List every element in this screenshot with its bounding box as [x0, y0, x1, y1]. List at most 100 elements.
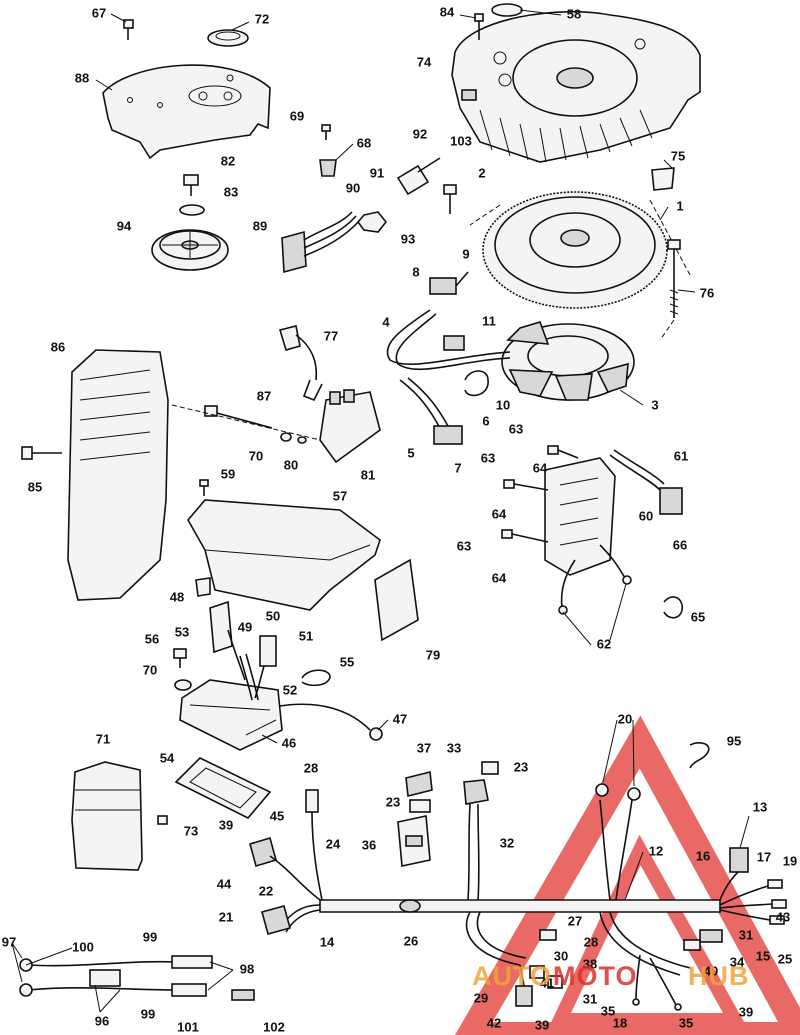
callout-68: 68: [357, 135, 371, 150]
callout-88: 88: [75, 70, 89, 85]
stator-3: [501, 321, 635, 401]
callout-57: 57: [333, 488, 347, 503]
callout-58: 58: [567, 6, 581, 21]
callout-16: 16: [696, 848, 710, 863]
callout-18: 18: [613, 1015, 627, 1030]
callout-98: 98: [240, 961, 254, 976]
stator-plate-103: [451, 10, 701, 163]
callout-32: 32: [500, 835, 514, 850]
bolt-82: [183, 174, 199, 196]
callout-6: 6: [482, 413, 489, 428]
strap-10: [464, 370, 489, 397]
callout-20: 20: [618, 711, 632, 726]
callout-22: 22: [259, 883, 273, 898]
watermark-text: AUTO MOTO HUB: [472, 961, 750, 991]
callout-66: 66: [673, 537, 687, 552]
screw-56: [173, 648, 187, 668]
screw-59: [199, 479, 209, 496]
cover-86: [67, 349, 169, 601]
callout-40: 40: [704, 963, 718, 978]
callout-1: 1: [676, 198, 683, 213]
callout-65: 65: [691, 609, 705, 624]
callout-72: 72: [255, 11, 269, 26]
connector-21-22: [261, 905, 291, 935]
callout-63: 63: [509, 421, 523, 436]
callout-84: 84: [440, 4, 455, 19]
callout-90: 90: [346, 180, 360, 195]
gasket-54: [174, 757, 272, 819]
callout-9: 9: [462, 246, 469, 261]
power-pack-46: [179, 679, 283, 751]
shield-57: [187, 499, 381, 611]
callout-5: 5: [407, 445, 414, 460]
ground-lead-47: [279, 703, 383, 741]
callout-4: 4: [382, 314, 390, 329]
callout-23: 23: [514, 759, 528, 774]
nut-93: [356, 211, 388, 233]
callout-55: 55: [340, 654, 354, 669]
plate-79: [374, 558, 419, 642]
callout-100: 100: [72, 939, 94, 954]
main-harness-12: [281, 899, 721, 933]
callout-29: 29: [474, 990, 488, 1005]
callout-61: 61: [674, 448, 688, 463]
callout-28: 28: [304, 760, 318, 775]
bolt-85: [21, 446, 62, 460]
callout-45: 45: [270, 808, 284, 823]
connectors-29-30-41-42: [515, 964, 563, 1007]
callout-81: 81: [361, 467, 375, 482]
callout-35: 35: [601, 1003, 615, 1018]
callout-17: 17: [757, 849, 771, 864]
callout-46: 46: [282, 735, 296, 750]
callout-43: 43: [776, 909, 790, 924]
callout-89: 89: [253, 218, 267, 233]
screw-2: [443, 184, 457, 214]
ring-terminals-20: [595, 783, 641, 901]
callout-70: 70: [249, 448, 263, 463]
callout-44: 44: [217, 876, 232, 891]
callout-62: 62: [597, 636, 611, 651]
callout-59: 59: [221, 466, 235, 481]
callout-70: 70: [143, 662, 157, 677]
watermark-hub: HUB: [688, 961, 750, 991]
callout-14: 14: [320, 934, 335, 949]
callout-39: 39: [219, 817, 233, 832]
callout-63: 63: [481, 450, 495, 465]
callout-51: 51: [299, 628, 313, 643]
wire-61-66: [609, 449, 683, 515]
callout-75: 75: [671, 148, 685, 163]
terminal-68: [319, 159, 337, 177]
bushing-75: [651, 167, 675, 191]
callout-33: 33: [447, 740, 461, 755]
callout-8: 8: [412, 264, 419, 279]
callout-69: 69: [290, 108, 304, 123]
connector-37: [405, 771, 433, 797]
cover-71: [71, 761, 143, 871]
callout-21: 21: [219, 909, 233, 924]
callout-35: 35: [679, 1015, 693, 1030]
callout-52: 52: [283, 682, 297, 697]
callout-26: 26: [404, 933, 418, 948]
callout-48: 48: [170, 589, 184, 604]
terminal-63-64: [501, 445, 579, 543]
terminals-18-35: [632, 954, 682, 1011]
callout-92: 92: [413, 126, 427, 141]
callout-83: 83: [224, 184, 238, 199]
washer-80: [297, 436, 307, 444]
callout-2: 2: [478, 165, 485, 180]
callout-12: 12: [649, 843, 663, 858]
callout-24: 24: [326, 836, 341, 851]
washer-83: [179, 204, 205, 216]
ignition-coil-81: [319, 389, 381, 464]
callout-27: 27: [568, 913, 582, 928]
callout-39: 39: [739, 1004, 753, 1019]
watermark-logo: [454, 715, 800, 1035]
clip-95: [689, 742, 710, 769]
callout-85: 85: [28, 479, 42, 494]
terminals-17-19-43: [719, 879, 787, 925]
callout-91: 91: [370, 165, 384, 180]
callout-56: 56: [145, 631, 159, 646]
callout-93: 93: [401, 231, 415, 246]
